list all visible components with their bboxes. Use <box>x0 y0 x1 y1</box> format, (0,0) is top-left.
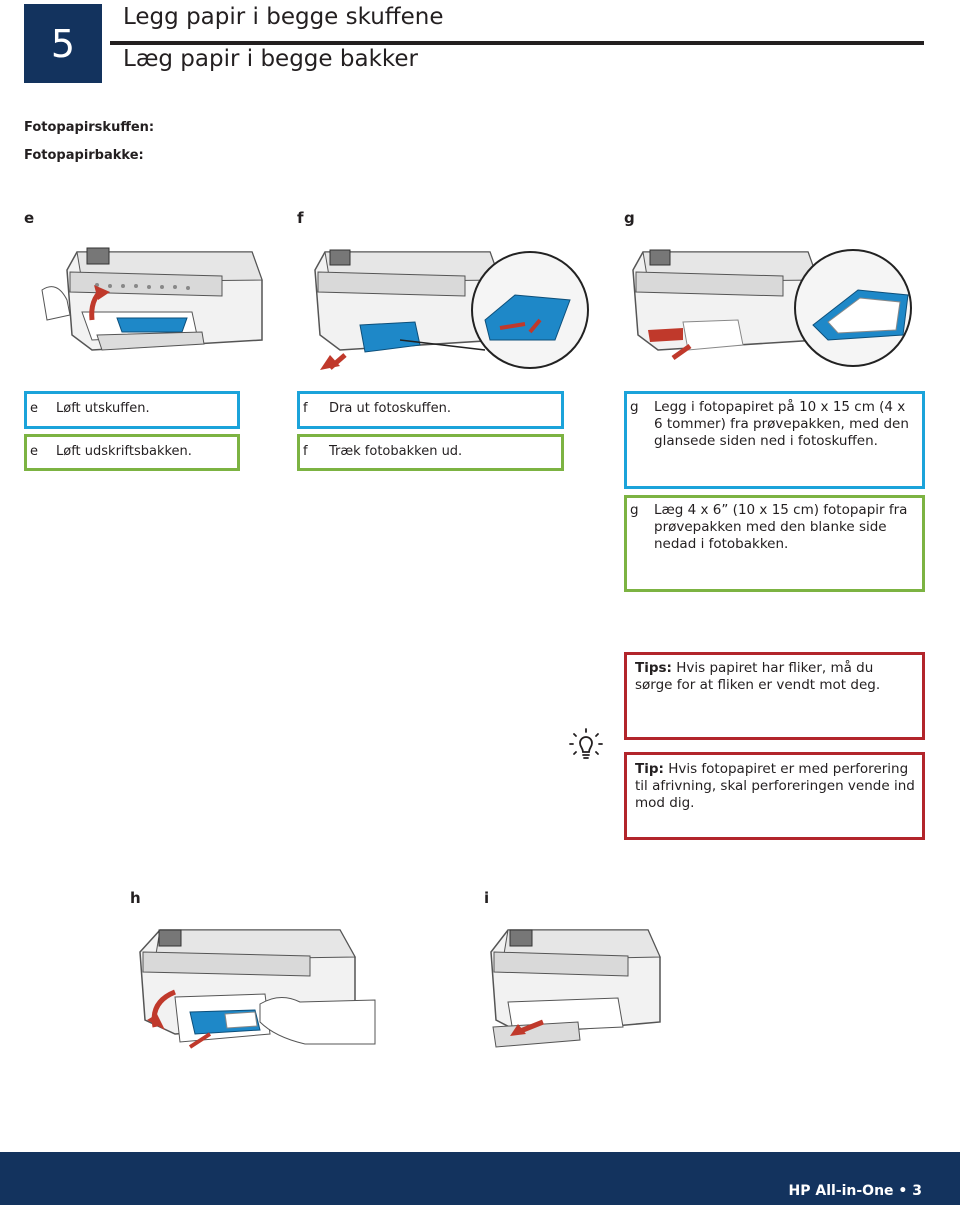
subheading-da: Fotopapirbakke: <box>24 148 144 163</box>
printer-illustration-f <box>314 249 589 370</box>
step-g-box-da <box>624 495 925 592</box>
step-e-letter-no: e <box>30 401 38 416</box>
tip-label-no: Tips: <box>635 660 672 676</box>
step-g-letter-da: g <box>630 502 639 518</box>
printer-illustration-h <box>139 929 376 1049</box>
step-letter-g: g <box>624 209 635 227</box>
printer-illustration-i <box>490 929 661 1048</box>
step-letter-i: i <box>484 889 490 907</box>
tip-box-da <box>624 752 925 840</box>
step-f-box-da <box>297 434 564 471</box>
step-g-letter-no: g <box>630 399 639 415</box>
step-g-row-da: g Læg 4 x 6” (10 x 15 cm) fotopapir fra … <box>630 502 915 553</box>
title-divider <box>110 41 924 45</box>
step-number-box: 5 <box>24 4 102 83</box>
step-f-text-da: Træk fotobakken ud. <box>329 444 463 459</box>
page-title-da: Læg papir i begge bakker <box>123 46 418 72</box>
step-e-row-da: e Løft udskriftsbakken. <box>30 444 192 459</box>
step-e-text-no: Løft utskuffen. <box>56 401 150 416</box>
step-e-box-no <box>24 391 240 429</box>
step-f-letter-da: f <box>303 444 308 459</box>
step-e-text-da: Løft udskriftsbakken. <box>56 444 192 459</box>
step-g-text-no: Legg i fotopapiret på 10 x 15 cm (4 x 6 … <box>654 399 909 449</box>
step-e-row-no: e Løft utskuffen. <box>30 401 150 416</box>
step-g-row-no: g Legg i fotopapiret på 10 x 15 cm (4 x … <box>630 399 915 450</box>
tip-label-da: Tip: <box>635 761 664 777</box>
step-letter-h: h <box>130 889 141 907</box>
tip-box-no <box>624 652 925 740</box>
step-number: 5 <box>50 21 76 66</box>
step-e-box-da <box>24 434 240 471</box>
step-e-letter-da: e <box>30 444 38 459</box>
footer-bar <box>0 1152 960 1205</box>
page-title-no: Legg papir i begge skuffene <box>123 4 444 30</box>
step-f-text-no: Dra ut fotoskuffen. <box>329 401 451 416</box>
tip-text-da: Tip: Hvis fotopapiret er med perforering… <box>635 761 915 812</box>
step-g-text-da: Læg 4 x 6” (10 x 15 cm) fotopapir fra pr… <box>654 502 908 552</box>
step-letter-e: e <box>24 209 35 227</box>
step-g-box-no <box>624 391 925 489</box>
step-f-row-no: f Dra ut fotoskuffen. <box>303 401 451 416</box>
footer-text: HP All-in-One • 3 <box>788 1183 922 1199</box>
subheading-no: Fotopapirskuffen: <box>24 120 155 135</box>
step-f-letter-no: f <box>303 401 308 416</box>
printer-illustration-g <box>632 249 912 367</box>
step-letter-f: f <box>297 209 304 227</box>
lightbulb-icon <box>569 728 603 759</box>
step-f-row-da: f Træk fotobakken ud. <box>303 444 462 459</box>
printer-illustration-e <box>41 247 263 351</box>
tip-body-da: Hvis fotopapiret er med perforering til … <box>635 761 915 811</box>
tip-text-no: Tips: Hvis papiret har fliker, må du sør… <box>635 660 915 694</box>
tip-body-no: Hvis papiret har fliker, må du sørge for… <box>635 660 881 693</box>
step-f-box-no <box>297 391 564 429</box>
